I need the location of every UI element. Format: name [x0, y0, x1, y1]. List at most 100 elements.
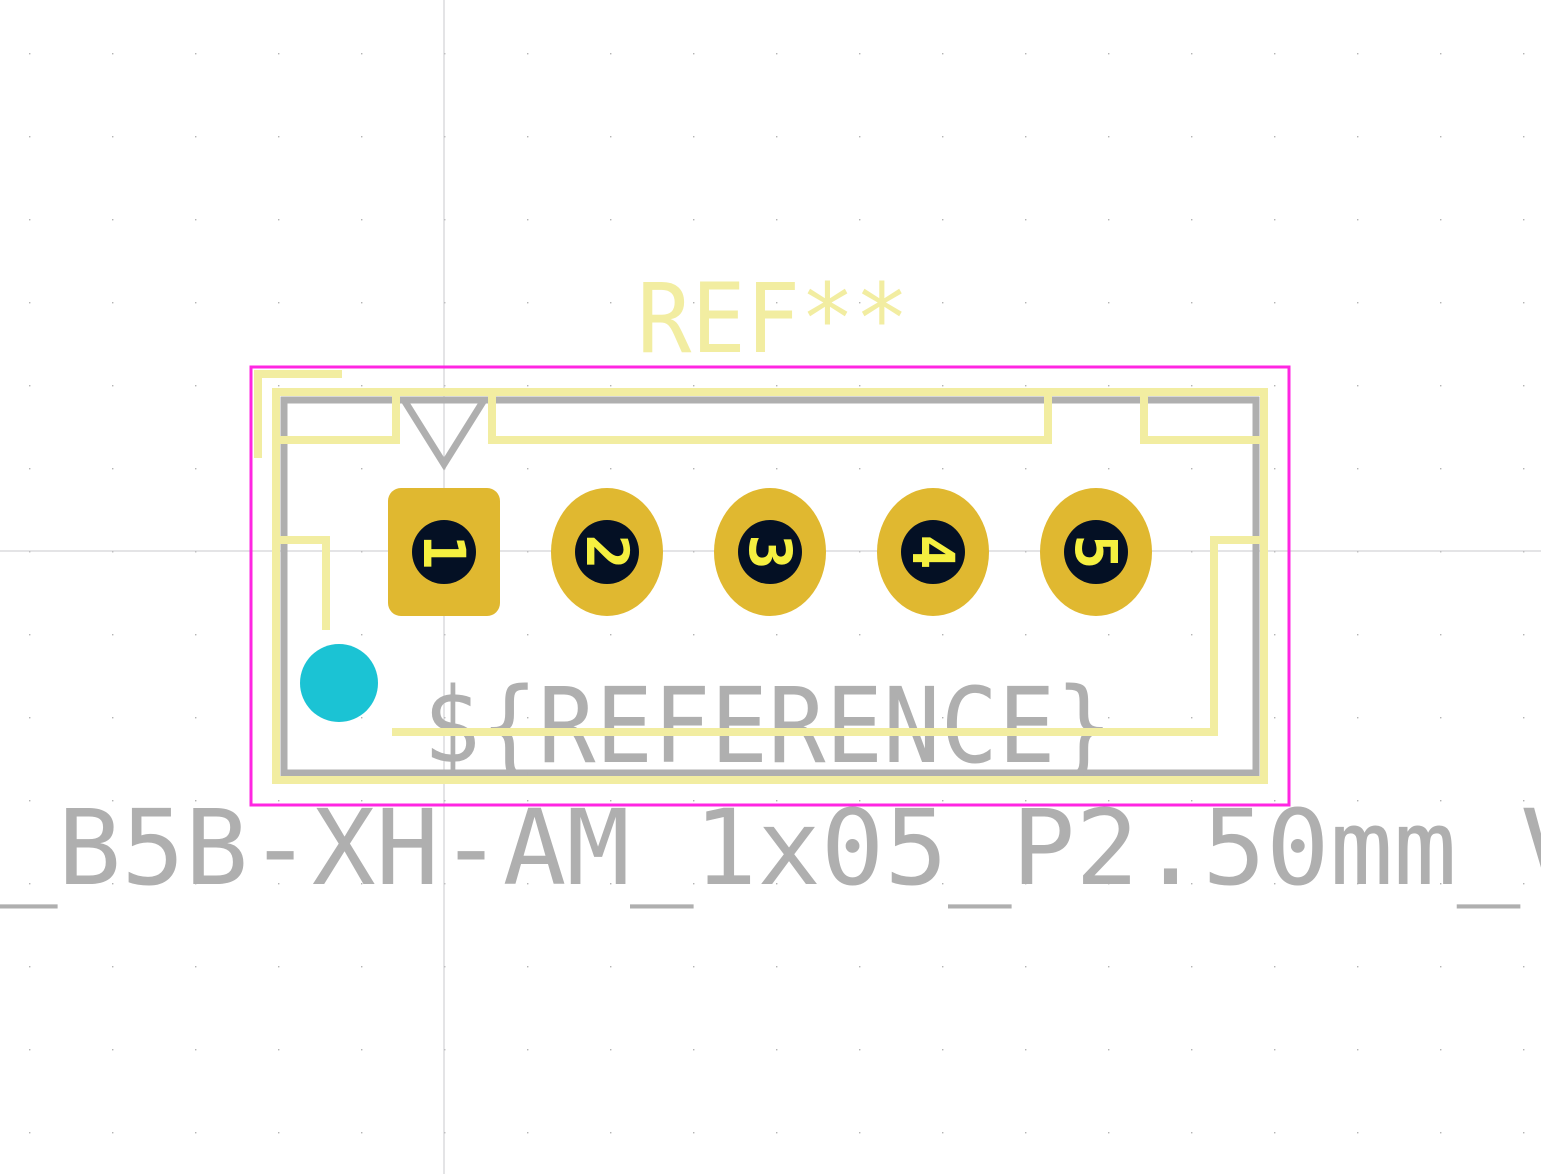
grid-dot	[1191, 634, 1193, 636]
pad-5[interactable]: 5	[1040, 488, 1152, 616]
grid-dot	[361, 634, 363, 636]
grid-dot	[859, 53, 861, 55]
grid-dot	[278, 1132, 280, 1134]
pad-4[interactable]: 4	[877, 488, 989, 616]
grid-dot	[1191, 1049, 1193, 1051]
grid-dot	[1274, 966, 1276, 968]
grid-dot	[527, 1132, 529, 1134]
pads-group[interactable]: 1 2 3 4 5	[388, 488, 1152, 616]
grid-dot	[527, 136, 529, 138]
grid-dot	[1274, 53, 1276, 55]
grid-dot	[1274, 717, 1276, 719]
grid-dot	[859, 136, 861, 138]
grid-dot	[942, 634, 944, 636]
grid-dot	[1108, 468, 1110, 470]
silk-top-right-slot	[1140, 392, 1260, 444]
grid-dot	[29, 1132, 31, 1134]
grid-dot	[112, 219, 114, 221]
grid-dot	[776, 883, 778, 885]
grid-dot	[1108, 800, 1110, 802]
grid-dot	[195, 800, 197, 802]
grid-dot	[942, 302, 944, 304]
pad-5-hole	[1064, 520, 1128, 584]
grid-dot	[1191, 717, 1193, 719]
pad-2[interactable]: 2	[551, 488, 663, 616]
grid-dot	[112, 966, 114, 968]
grid-dot	[776, 800, 778, 802]
grid-dot	[112, 717, 114, 719]
grid-dot	[1274, 136, 1276, 138]
grid-dot	[1025, 717, 1027, 719]
grid-dot	[1357, 883, 1359, 885]
grid-dot	[693, 966, 695, 968]
grid-dot	[1274, 551, 1276, 553]
grid-dot	[1440, 136, 1442, 138]
grid-dot	[195, 136, 197, 138]
grid-dot	[1025, 551, 1027, 553]
grid-dot	[112, 1049, 114, 1051]
fab-layer	[280, 396, 1260, 777]
grid-dot	[361, 219, 363, 221]
grid-dot	[1440, 219, 1442, 221]
grid-dot	[693, 468, 695, 470]
grid-dot	[278, 53, 280, 55]
grid-dot	[1523, 468, 1525, 470]
grid-dot	[1108, 219, 1110, 221]
grid-dot	[1440, 468, 1442, 470]
pad-1[interactable]: 1	[388, 488, 500, 616]
grid-dot	[527, 966, 529, 968]
grid-dot	[1025, 385, 1027, 387]
footprint-value-text[interactable]: _B5B-XH-AM_1x05_P2.50mm_V	[0, 787, 1541, 909]
grid-dot	[1440, 385, 1442, 387]
pad-3[interactable]: 3	[714, 488, 826, 616]
grid-dot	[693, 634, 695, 636]
grid-dot	[361, 1049, 363, 1051]
grid-dot	[112, 302, 114, 304]
grid-dot	[1523, 385, 1525, 387]
grid-dot	[1523, 717, 1525, 719]
grid-dot	[361, 385, 363, 387]
grid-dot	[610, 1132, 612, 1134]
grid-dot	[444, 883, 446, 885]
grid-dot	[1274, 468, 1276, 470]
grid-dot	[1523, 966, 1525, 968]
grid-dot	[1357, 385, 1359, 387]
grid-dot	[444, 385, 446, 387]
silk-reference-text[interactable]: REF**	[637, 263, 909, 375]
grid-dot	[942, 800, 944, 802]
grid-dot	[1108, 1132, 1110, 1134]
grid-dot	[527, 302, 529, 304]
grid-dot	[776, 219, 778, 221]
grid-dot	[112, 551, 114, 553]
grid-dot	[361, 800, 363, 802]
grid-dot	[1108, 385, 1110, 387]
grid-dot	[527, 53, 529, 55]
grid-dot	[29, 385, 31, 387]
grid-dot	[278, 800, 280, 802]
grid-dot	[693, 302, 695, 304]
grid-dot	[776, 385, 778, 387]
grid-dot	[1108, 883, 1110, 885]
grid-dot	[1357, 966, 1359, 968]
grid-dot	[1108, 53, 1110, 55]
grid-dot	[942, 1049, 944, 1051]
grid-dot	[444, 1049, 446, 1051]
grid-dot	[112, 634, 114, 636]
grid-dot	[1274, 1132, 1276, 1134]
grid-dot	[610, 53, 612, 55]
grid-dot	[942, 136, 944, 138]
grid-dot	[1440, 1049, 1442, 1051]
grid-dot	[1108, 136, 1110, 138]
grid-dot	[776, 468, 778, 470]
grid-dot	[1523, 302, 1525, 304]
grid-dot	[610, 302, 612, 304]
grid-dot	[776, 1132, 778, 1134]
grid-dot	[1523, 551, 1525, 553]
courtyard-outline	[249, 365, 1291, 807]
grid-dot	[361, 53, 363, 55]
grid-dot	[1025, 302, 1027, 304]
grid-dot	[1025, 1132, 1027, 1134]
grid-dot	[1440, 966, 1442, 968]
